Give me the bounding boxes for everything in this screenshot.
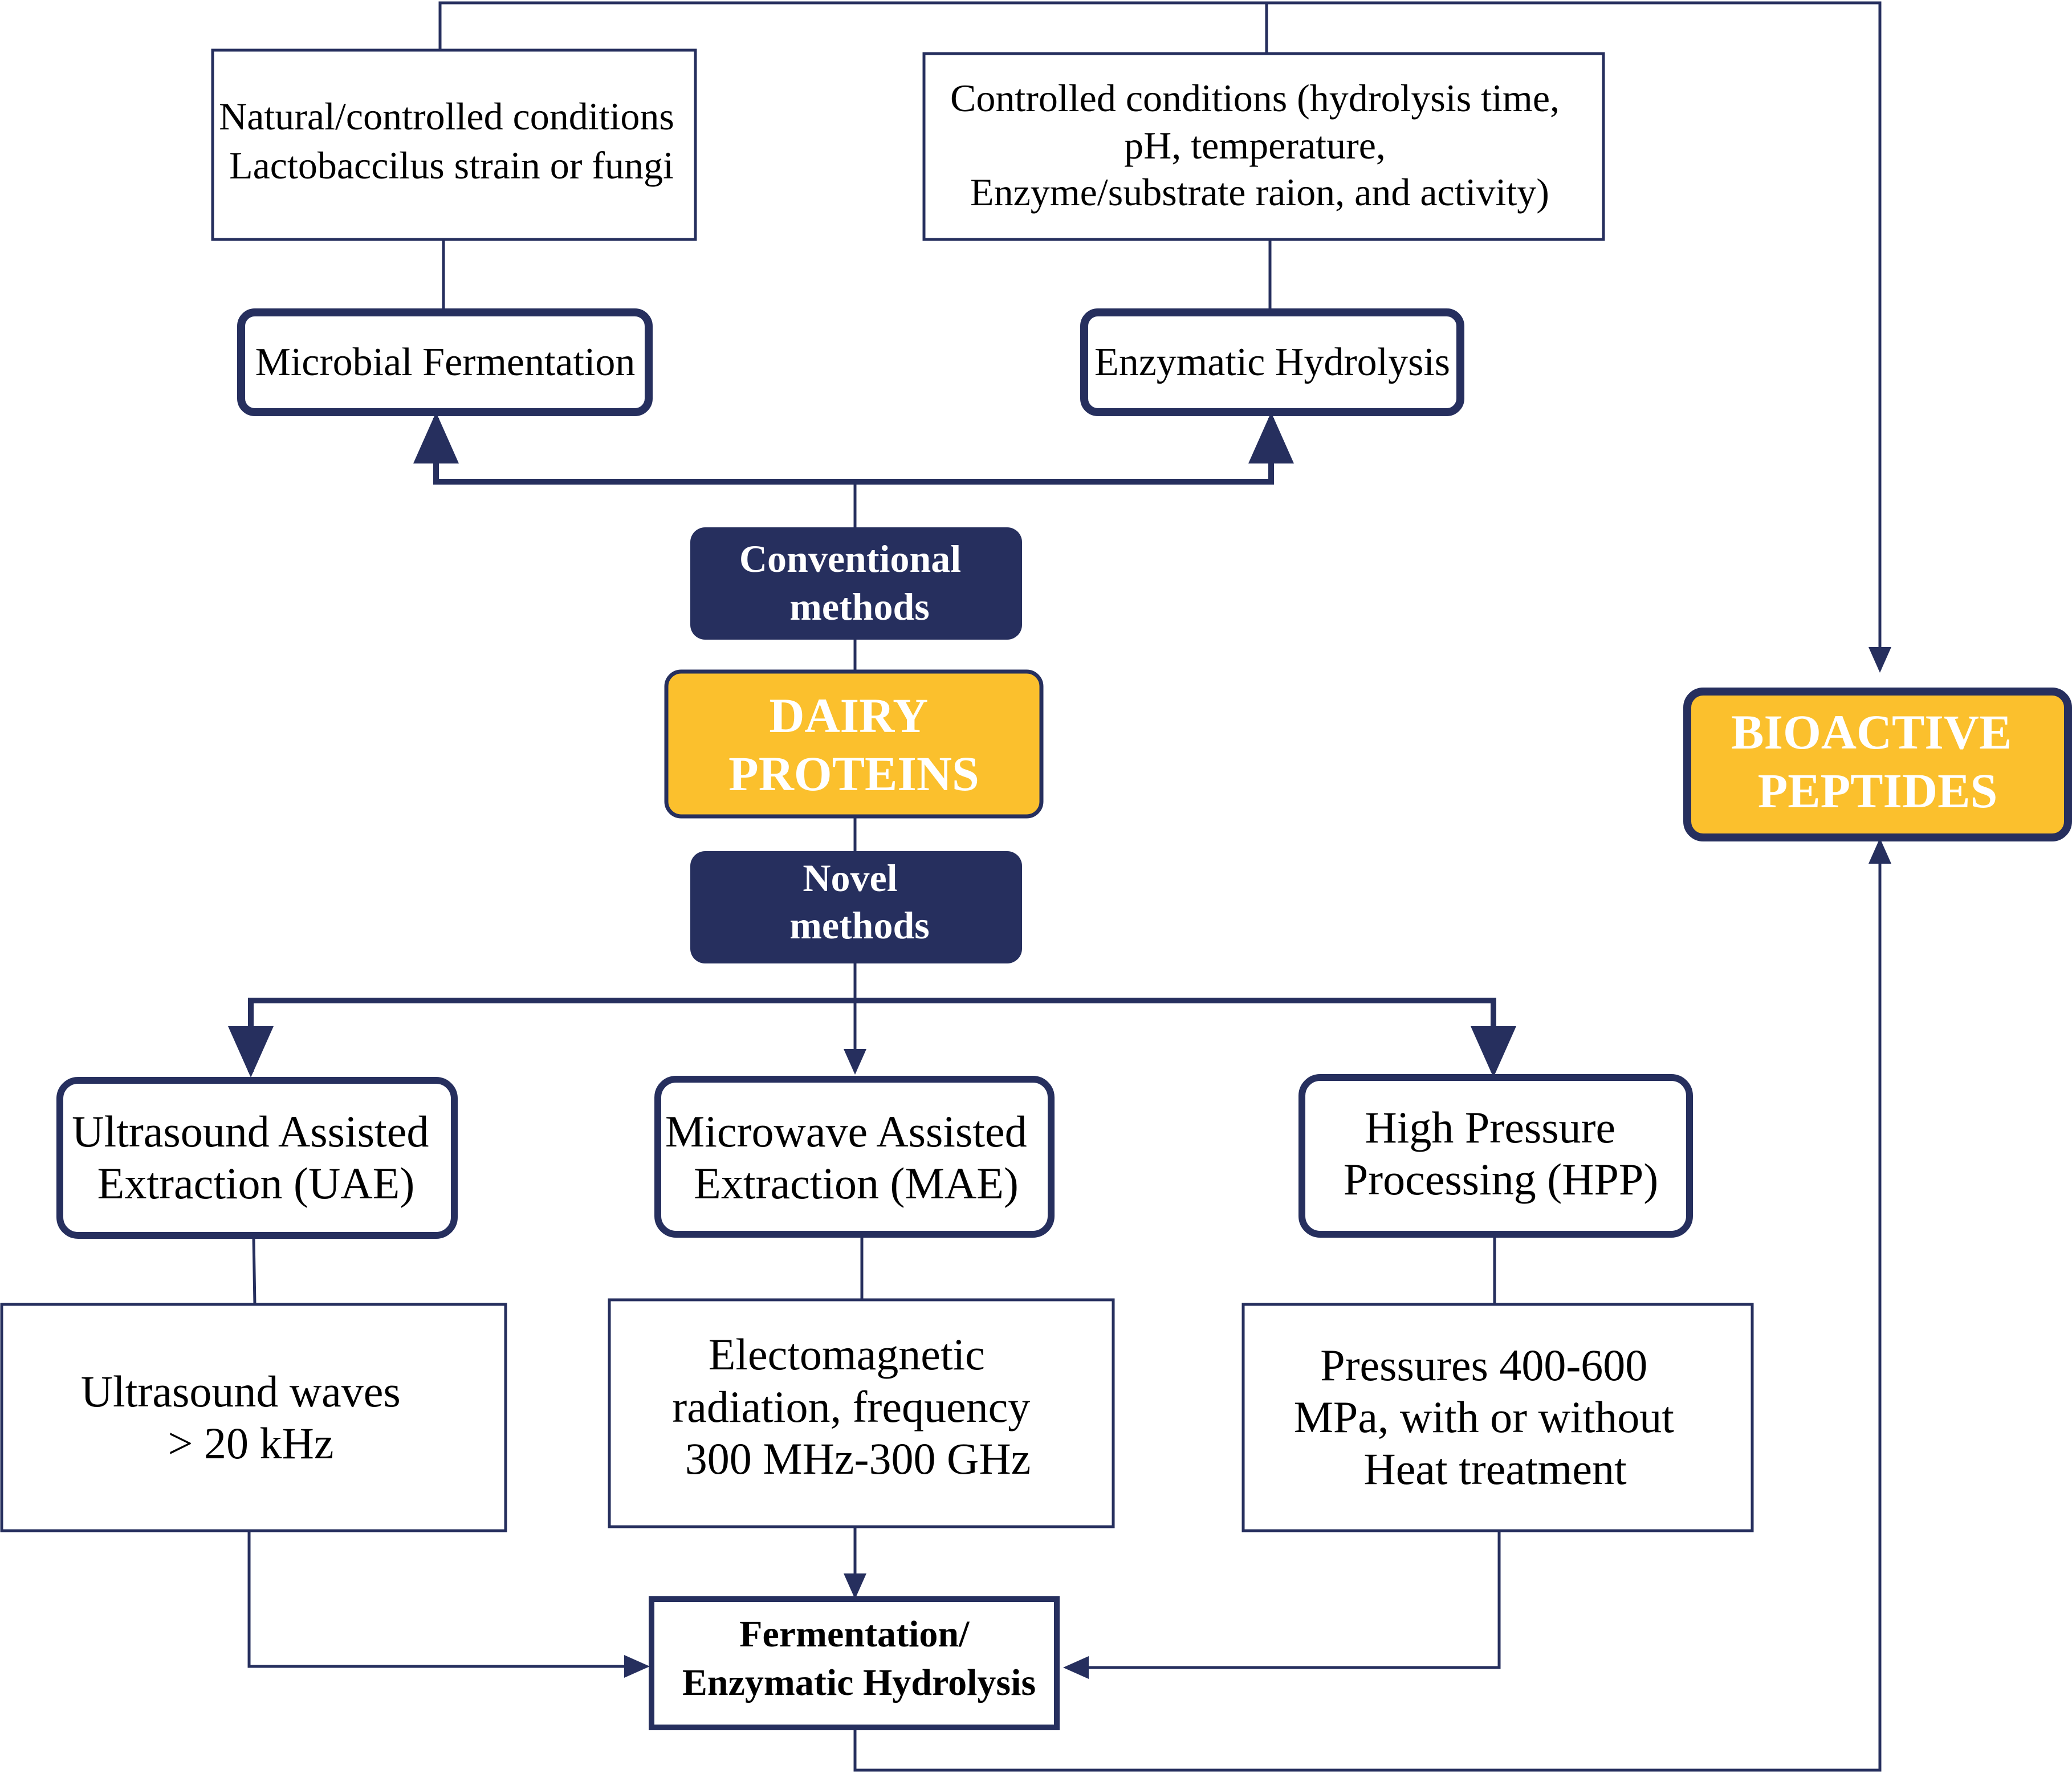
microbial-fermentation-line-1: Microbial Fermentation xyxy=(255,340,636,384)
controlled-conditions-line-1: Controlled conditions (hydrolysis time, xyxy=(950,76,1560,120)
ultrasound-waves-line-2: > 20 kHz xyxy=(168,1418,334,1468)
hpp-line-1: High Pressure xyxy=(1365,1103,1615,1152)
connector-ultrasound-to-fermentation xyxy=(247,1531,650,1678)
ultrasound-waves-box xyxy=(0,1303,507,1532)
connector-pressures-to-fermentation xyxy=(1063,1531,1501,1679)
fermentation-hydrolysis-label: Fermentation/ Enzymatic Hydrolysis xyxy=(682,1613,1036,1703)
bioactive-peptides-line-2: PEPTIDES xyxy=(1758,763,1998,818)
electromagnetic-line-3: 300 MHz-300 GHz xyxy=(685,1434,1031,1483)
novel-methods-box xyxy=(690,851,1022,963)
pressures-line-3: Heat treatment xyxy=(1363,1444,1627,1494)
natural-conditions-line-2: Lactobaccilus strain or fungi xyxy=(229,144,674,187)
natural-conditions-line-1: Natural/controlled conditions xyxy=(219,95,674,138)
boxes xyxy=(0,48,2072,1730)
uae-label: Ultrasound Assisted Extraction (UAE) xyxy=(72,1107,440,1208)
enzymatic-hydrolysis-box xyxy=(1080,308,1464,416)
electromagnetic-line-1: Electomagnetic xyxy=(709,1329,985,1379)
pressures-line-2: MPa, with or without xyxy=(1294,1392,1675,1442)
connector-novel-split xyxy=(248,998,1516,1077)
dairy-proteins-line-1: DAIRY xyxy=(769,688,927,743)
electromagnetic-line-2: radiation, frequency xyxy=(672,1382,1030,1432)
pressures-box xyxy=(1241,1303,1754,1532)
bioactive-peptides-box xyxy=(1683,688,2072,841)
novel-methods-label: Novel methods xyxy=(789,856,930,947)
novel-methods-line-1: Novel xyxy=(803,856,897,900)
microbial-fermentation-box xyxy=(237,308,653,416)
connectors xyxy=(228,1,1891,1772)
electromagnetic-label: Electomagnetic radiation, frequency 300 … xyxy=(672,1329,1041,1483)
fermentation-hydrolysis-line-1: Fermentation/ xyxy=(739,1613,970,1655)
controlled-conditions-line-2: pH, temperature, xyxy=(1124,124,1386,167)
mae-label: Microwave Assisted Extraction (MAE) xyxy=(665,1107,1038,1208)
labels: Natural/controlled conditions Lactobacci… xyxy=(72,76,2024,1703)
uae-line-1: Ultrasound Assisted xyxy=(72,1107,429,1156)
novel-methods-line-2: methods xyxy=(789,904,930,947)
pressures-label: Pressures 400-600 MPa, with or without H… xyxy=(1294,1340,1686,1494)
hpp-box xyxy=(1298,1074,1693,1238)
connector-conventional-split xyxy=(433,412,1294,485)
ultrasound-waves-label: Ultrasound waves > 20 kHz xyxy=(81,1367,412,1468)
connector-uae-to-ultrasound xyxy=(252,1238,257,1305)
mae-line-2: Extraction (MAE) xyxy=(694,1158,1019,1208)
microbial-fermentation-label: Microbial Fermentation xyxy=(255,340,636,384)
dairy-proteins-label: DAIRY PROTEINS xyxy=(728,688,979,801)
mae-box xyxy=(654,1076,1055,1238)
uae-box xyxy=(56,1077,458,1239)
dairy-proteins-box xyxy=(664,669,1044,819)
bioactive-peptides-line-1: BIOACTIVE xyxy=(1731,705,2012,759)
enzymatic-hydrolysis-line-1: Enzymatic Hydrolysis xyxy=(1094,340,1450,384)
dairy-proteins-line-2: PROTEINS xyxy=(728,746,979,801)
enzymatic-hydrolysis-label: Enzymatic Hydrolysis xyxy=(1094,340,1450,384)
controlled-conditions-label: Controlled conditions (hydrolysis time, … xyxy=(950,76,1569,214)
controlled-conditions-line-3: Enzyme/substrate raion, and activity) xyxy=(970,170,1549,214)
ultrasound-waves-line-1: Ultrasound waves xyxy=(81,1367,401,1416)
natural-conditions-box xyxy=(211,48,697,241)
conventional-methods-line-2: methods xyxy=(789,585,930,628)
fermentation-hydrolysis-box xyxy=(649,1596,1060,1730)
controlled-conditions-box xyxy=(922,52,1605,241)
connector-fermentation-to-bioactive xyxy=(853,838,1891,1772)
conventional-methods-label: Conventional methods xyxy=(739,537,971,628)
mae-line-1: Microwave Assisted xyxy=(665,1107,1027,1156)
hpp-label: High Pressure Processing (HPP) xyxy=(1344,1103,1659,1204)
electromagnetic-box xyxy=(608,1298,1115,1528)
pressures-line-1: Pressures 400-600 xyxy=(1320,1340,1647,1390)
conventional-methods-line-1: Conventional xyxy=(739,537,961,580)
bioactive-peptides-label: BIOACTIVE PEPTIDES xyxy=(1731,705,2024,818)
uae-line-2: Extraction (UAE) xyxy=(97,1158,415,1208)
hpp-line-2: Processing (HPP) xyxy=(1344,1154,1659,1204)
connector-top-loop xyxy=(438,1,1891,673)
natural-conditions-label: Natural/controlled conditions Lactobacci… xyxy=(219,95,684,187)
fermentation-hydrolysis-line-2: Enzymatic Hydrolysis xyxy=(682,1662,1036,1703)
conventional-methods-box xyxy=(690,527,1022,640)
